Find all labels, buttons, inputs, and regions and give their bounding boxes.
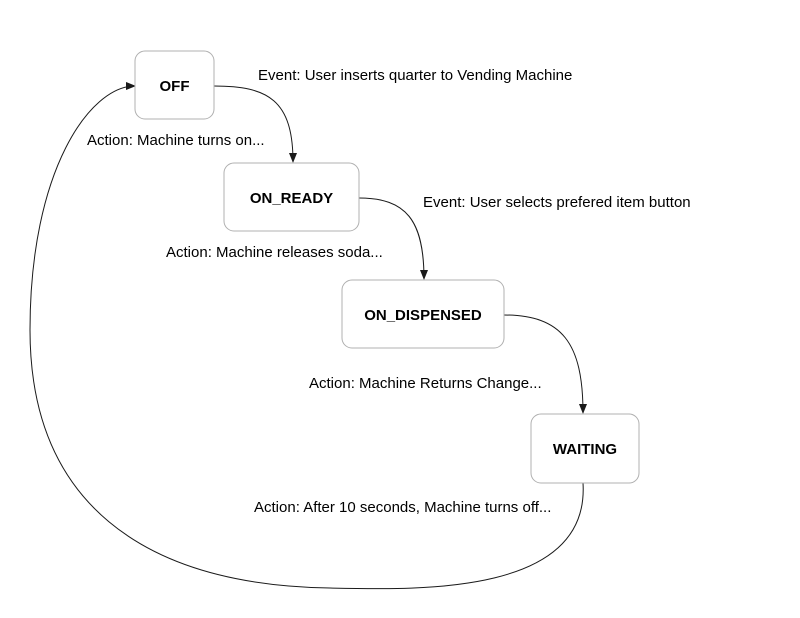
edge-on-dispensed-to-waiting [503, 314, 587, 414]
state-off: OFF [134, 50, 215, 120]
state-on-ready: ON_READY [223, 162, 360, 232]
event-select-item-label: Event: User selects prefered item button [423, 194, 691, 211]
edge-off-to-on-ready [213, 85, 297, 163]
state-off-label: OFF [160, 78, 190, 95]
action-turns-off-label: Action: After 10 seconds, Machine turns … [254, 499, 551, 516]
state-off-box [134, 50, 215, 120]
state-on-ready-box [223, 162, 360, 232]
state-waiting: WAITING [530, 413, 640, 484]
action-releases-soda-label: Action: Machine releases soda... [166, 244, 383, 261]
state-on-ready-label: ON_READY [250, 190, 333, 207]
state-waiting-label: WAITING [553, 441, 617, 458]
state-on-dispensed: ON_DISPENSED [341, 279, 505, 349]
edge-waiting-to-off [29, 82, 584, 590]
state-waiting-box [530, 413, 640, 484]
event-insert-quarter-label: Event: User inserts quarter to Vending M… [258, 67, 572, 84]
action-turns-on-label: Action: Machine turns on... [87, 132, 265, 149]
edge-on-ready-to-on-dispensed [358, 197, 428, 280]
state-on-dispensed-label: ON_DISPENSED [364, 307, 482, 324]
state-on-dispensed-box [341, 279, 505, 349]
action-returns-change-label: Action: Machine Returns Change... [309, 375, 542, 392]
